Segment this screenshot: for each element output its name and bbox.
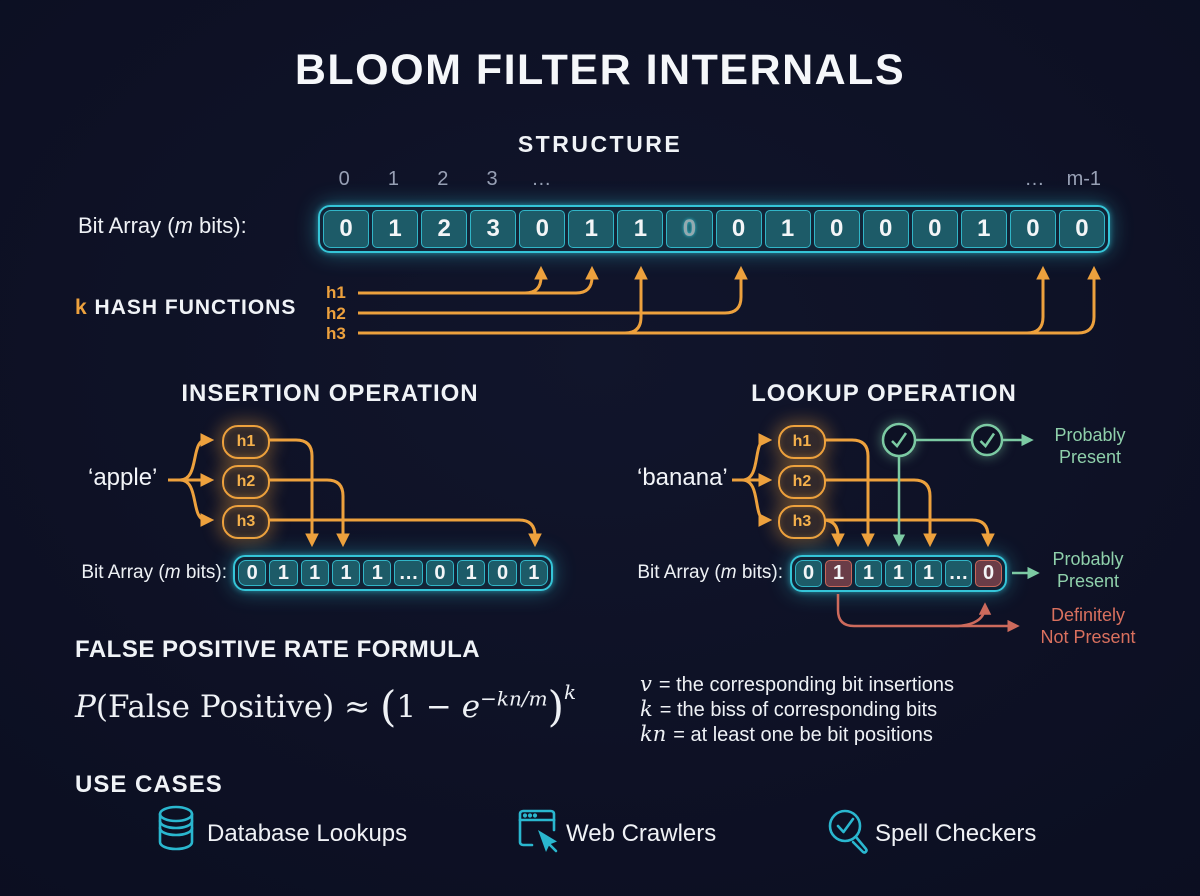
legend-item: v= the corresponding bit insertions [640, 672, 955, 696]
use-case-spell-checkers-label: Spell Checkers [875, 820, 1037, 847]
bit-cell: 1 [457, 560, 486, 586]
bit-cell: 0 [911, 210, 958, 248]
index-label: 0 [338, 168, 350, 190]
bit-cell: 0 [488, 560, 517, 586]
use-case-web-crawlers-label: Web Crawlers [566, 820, 717, 847]
bit-cell: 1 [331, 560, 361, 586]
lookup-bit-array-label: Bit Array (m bits): [637, 562, 783, 583]
insertion-key: ‘apple’ [88, 464, 158, 491]
false-positive-heading: FALSE POSITIVE RATE FORMULA [75, 636, 481, 663]
legend-item: k= the biss of corresponding bits [640, 697, 938, 721]
bit-cell: 1 [269, 560, 298, 586]
bit-cell: 0 [666, 210, 713, 248]
lookup-hash-h2-pill: h2 [778, 465, 826, 499]
insertion-heading: INSERTION OPERATION [181, 380, 479, 407]
hash-functions-label: k HASH FUNCTIONS [75, 296, 297, 319]
index-label: … [1024, 168, 1045, 190]
bit-cell: 1 [372, 210, 419, 248]
index-label: … [531, 168, 552, 190]
bit-cell: 0 [1058, 210, 1105, 248]
bit-cell: 0 [813, 210, 860, 248]
lookup-key: ‘banana’ [637, 464, 728, 491]
index-label: 3 [486, 168, 498, 190]
insertion-hash-h1-pill: h1 [222, 425, 270, 459]
page-title: BLOOM FILTER INTERNALS [294, 46, 906, 94]
index-label [913, 168, 959, 191]
bit-cell: 1 [363, 560, 392, 586]
bit-cell: 1 [915, 560, 942, 587]
insertion-hash-h3-pill: h3 [222, 505, 270, 539]
bit-cell: 0 [323, 210, 370, 248]
bit-cell: 0 [715, 210, 762, 248]
bit-cell: 1 [764, 210, 811, 248]
lookup-hash-h3-pill: h3 [778, 505, 826, 539]
insertion-hash-h2-pill: h2 [222, 465, 270, 499]
structure-bit-array-label: Bit Array (m bits): [78, 213, 247, 238]
structure-index-row: 0 1 2 3 … … m-1 [318, 168, 1110, 191]
bit-cell: 0 [795, 560, 822, 587]
bit-cell: … [394, 560, 423, 586]
bit-cell: 0 [425, 560, 455, 586]
index-label: 1 [387, 168, 400, 190]
bit-cell: 0 [975, 560, 1002, 587]
bit-cell: 1 [885, 560, 912, 587]
bit-cell: 1 [300, 560, 329, 586]
magnifier-check-icon [828, 809, 868, 854]
bit-cell: 1 [855, 560, 882, 587]
use-case-database-label: Database Lookups [207, 820, 408, 847]
database-icon [158, 805, 194, 851]
probably-present-label-side: Probably Present [1052, 549, 1124, 591]
index-label [765, 168, 811, 191]
use-cases-heading: USE CASES [75, 771, 223, 798]
index-label [666, 168, 712, 191]
bit-cell: 1 [960, 210, 1007, 248]
index-label [814, 168, 860, 191]
check-icon [881, 422, 917, 458]
structure-hash-arrows [358, 265, 1101, 335]
bit-cell: 1 [617, 210, 664, 248]
bit-cell: 1 [825, 560, 852, 587]
formula-legend: v= the corresponding bit insertions k= t… [640, 672, 954, 747]
bit-cell: 0 [1009, 210, 1056, 248]
lookup-arrows [732, 433, 995, 548]
probably-present-label-top: Probably Present [1054, 425, 1126, 467]
index-label [568, 168, 614, 191]
definitely-not-present-label: Definitely Not Present [1040, 605, 1136, 647]
check-icon [970, 423, 1004, 457]
index-label: m-1 [1066, 168, 1102, 190]
lookup-check-path [881, 422, 1040, 580]
lookup-hash-h1-pill: h1 [778, 425, 826, 459]
index-label: 2 [437, 168, 449, 190]
bit-cell: 1 [519, 560, 548, 586]
bit-cell: 0 [238, 560, 267, 586]
bit-cell: 3 [470, 210, 517, 248]
insertion-bit-array-label: Bit Array (m bits): [81, 562, 227, 583]
hash-fn-h3-label: h3 [326, 324, 346, 343]
index-label [962, 168, 1008, 191]
false-positive-formula: P(False Positive) ≈ (1 − e−kn/m)k [75, 680, 577, 731]
bit-cell: 2 [421, 210, 468, 248]
browser-cursor-icon [518, 809, 558, 853]
bit-cell: 1 [568, 210, 615, 248]
definitely-not-present-path [836, 594, 1020, 633]
hash-fn-h1-label: h1 [326, 283, 346, 302]
legend-item: kn= at least one be bit positions [640, 722, 933, 746]
structure-heading: STRUCTURE [517, 131, 683, 157]
index-label [716, 168, 762, 191]
bit-cell: 0 [519, 210, 566, 248]
lookup-heading: LOOKUP OPERATION [751, 380, 1017, 407]
bit-cell: 0 [862, 210, 909, 248]
bit-cell: … [945, 560, 972, 587]
hash-fn-h2-label: h2 [326, 304, 346, 323]
index-label [617, 168, 663, 191]
index-label [863, 168, 909, 191]
